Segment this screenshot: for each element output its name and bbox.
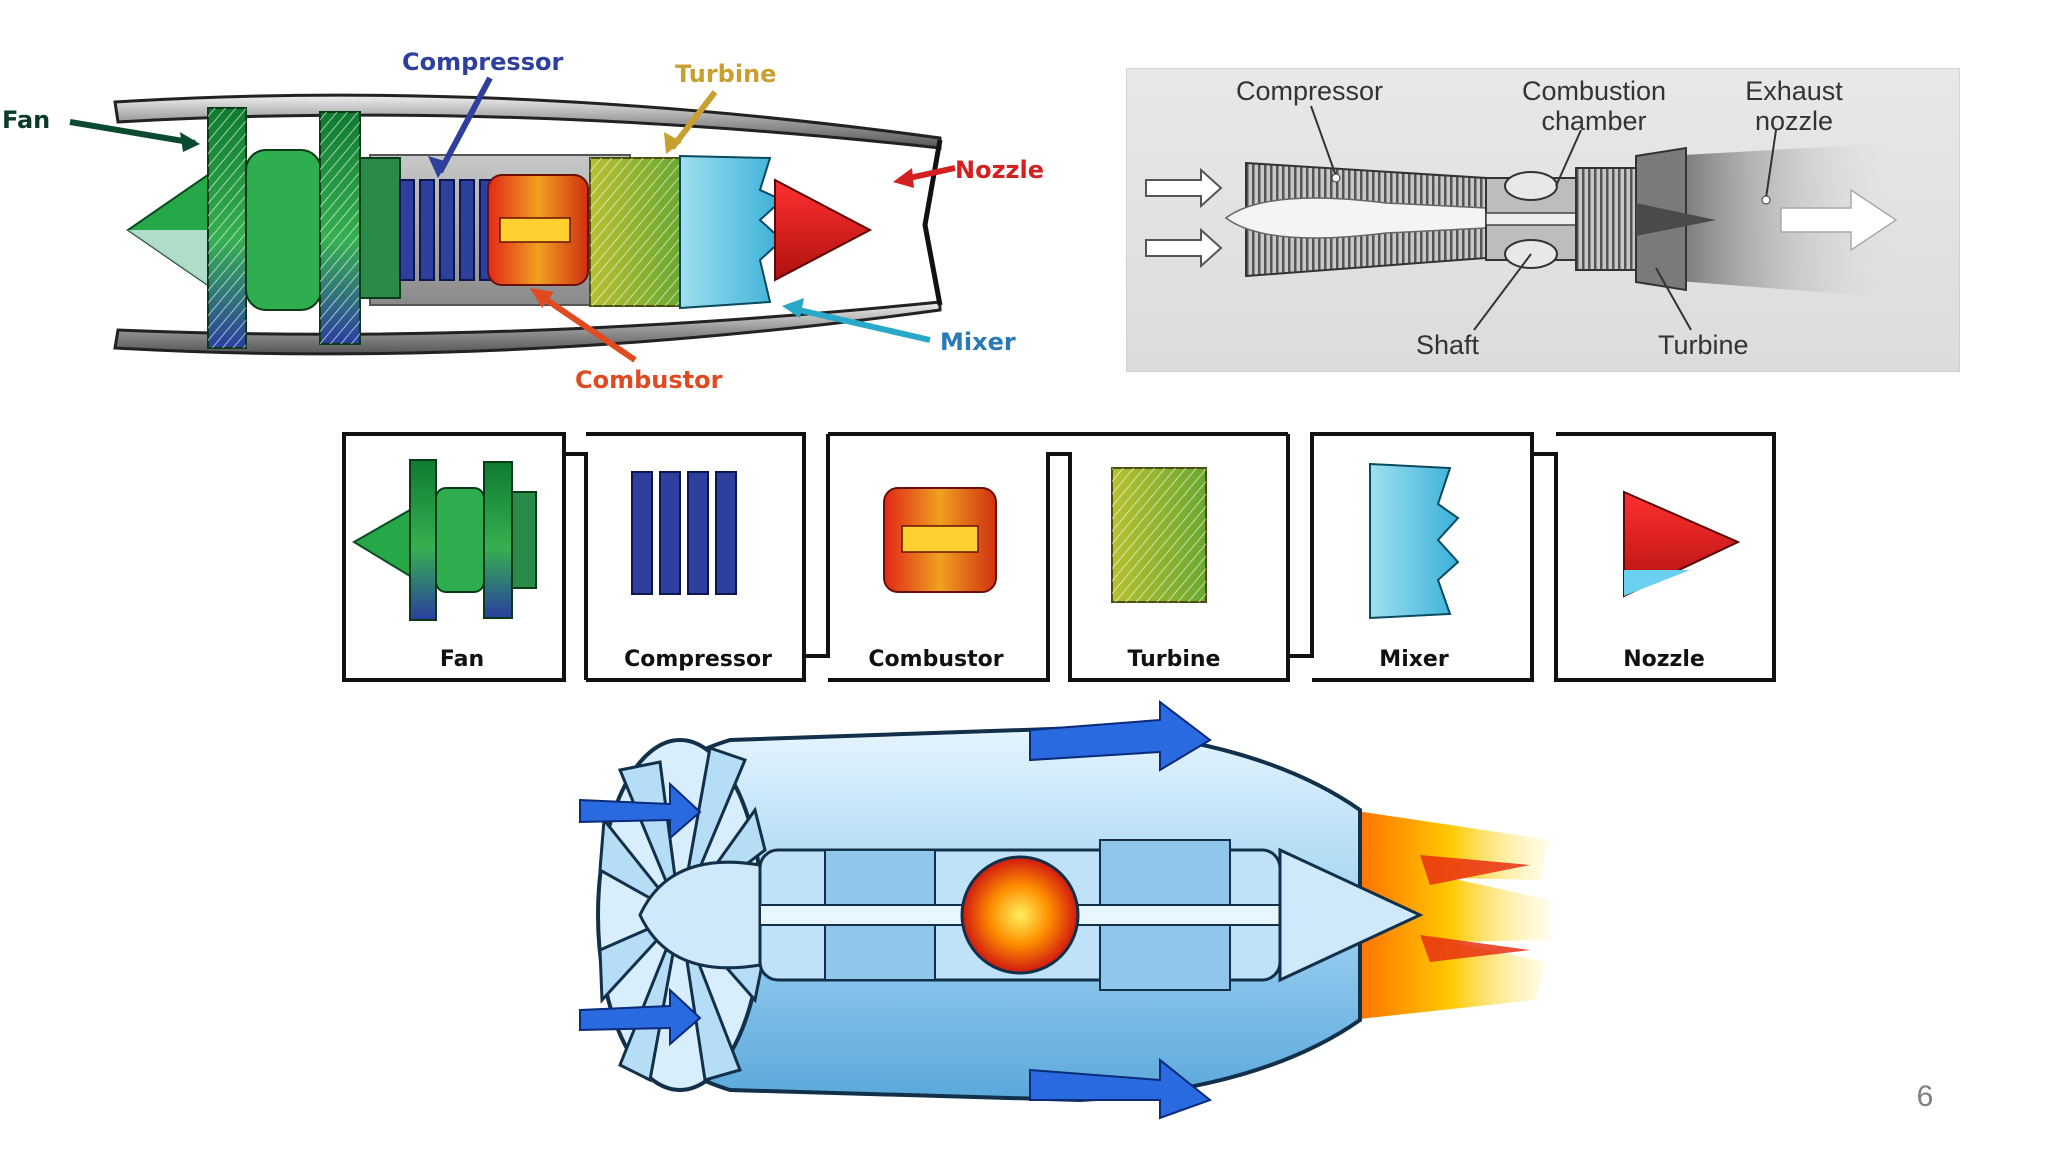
nozzle-component xyxy=(1623,490,1741,598)
label-turbine-gray: Turbine xyxy=(1658,330,1749,360)
fan-component xyxy=(352,459,537,621)
label-exhaust-nozzle-line1: Exhaust xyxy=(1745,76,1843,106)
strip-label-nozzle: Nozzle xyxy=(1623,647,1705,672)
label-combustion-chamber-line1: Combustion xyxy=(1522,76,1666,106)
turbofan-labeled-diagram: Fan Compressor Turbine Nozzle Mixer Comb… xyxy=(2,48,1044,394)
label-combustor: Combustor xyxy=(575,366,723,394)
label-turbine: Turbine xyxy=(675,60,776,88)
strip-label-turbine: Turbine xyxy=(1128,647,1221,672)
label-compressor-gray: Compressor xyxy=(1236,76,1383,106)
engine-cutaway-illustration xyxy=(579,700,1550,1120)
label-nozzle: Nozzle xyxy=(955,156,1044,184)
label-exhaust-nozzle-line2: nozzle xyxy=(1755,106,1833,136)
label-mixer: Mixer xyxy=(940,328,1016,356)
component-strip: Fan Compressor Combustor Turbine Mixer N… xyxy=(342,432,1776,682)
strip-label-combustor: Combustor xyxy=(868,647,1003,672)
strip-label-mixer: Mixer xyxy=(1379,647,1449,672)
combustor-component xyxy=(883,487,997,593)
turbine-component xyxy=(1111,467,1207,603)
strip-label-fan: Fan xyxy=(440,647,484,672)
strip-label-compressor: Compressor xyxy=(624,647,772,672)
mixer-component xyxy=(1369,462,1460,620)
slide-number: 6 xyxy=(1916,1080,1934,1113)
turbojet-gray-diagram: Compressor Combustion chamber Exhaust no… xyxy=(1126,68,1960,372)
label-compressor: Compressor xyxy=(402,48,563,76)
label-combustion-chamber-line2: chamber xyxy=(1541,106,1646,136)
label-fan: Fan xyxy=(2,106,50,134)
label-shaft: Shaft xyxy=(1416,330,1480,360)
compressor-component xyxy=(631,471,737,595)
